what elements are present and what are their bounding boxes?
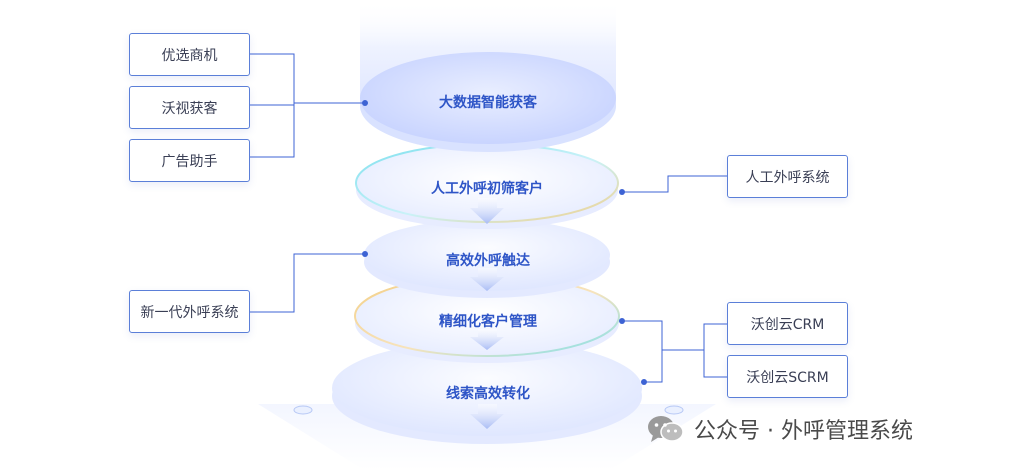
connector-left-to-stage-3	[250, 253, 365, 313]
arrow-down-4	[470, 404, 504, 429]
connector-right-to-stage-2	[622, 175, 727, 193]
box-wochuangyun-scrm: 沃创云SCRM	[727, 355, 848, 398]
watermark-text: 公众号 · 外呼管理系统	[694, 419, 913, 444]
stage-4-label: 精细化客户管理	[439, 314, 537, 330]
stage-3-label: 高效外呼触达	[446, 253, 530, 269]
box-guanggao-zhushou: 广告助手	[129, 139, 250, 182]
base-dot-right	[664, 405, 684, 415]
stage-2-label: 人工外呼初筛客户	[431, 181, 543, 197]
wechat-icon	[648, 416, 684, 442]
stage-1-label: 大数据智能获客	[439, 95, 537, 111]
connector-right-group	[703, 323, 727, 378]
stage-3-disc	[364, 219, 610, 291]
arrow-down-3	[470, 329, 504, 350]
box-youxuan-shangji: 优选商机	[129, 33, 250, 76]
box-xinyidai-waihu: 新一代外呼系统	[129, 290, 250, 333]
connector-dot-stage-2	[619, 189, 625, 195]
connector-dot-stage-1	[362, 100, 368, 106]
connector-dot-stage-5	[641, 379, 647, 385]
arrow-down-1	[470, 198, 504, 224]
stage-1-disc	[360, 52, 616, 144]
stage-5-label: 线索高效转化	[446, 386, 530, 402]
connector-dot-stage-4	[619, 318, 625, 324]
base-dot-left	[293, 405, 313, 415]
watermark: 公众号 · 外呼管理系统	[646, 412, 913, 446]
connector-dot-stage-3	[362, 251, 368, 257]
box-rengong-waihu: 人工外呼系统	[727, 155, 848, 198]
box-wochuangyun-crm: 沃创云CRM	[727, 302, 848, 345]
arrow-down-2	[470, 268, 504, 291]
connector-right-stage-4	[622, 320, 663, 383]
stage-5-disc	[332, 340, 642, 436]
box-woshi-huoke: 沃视获客	[129, 86, 250, 129]
